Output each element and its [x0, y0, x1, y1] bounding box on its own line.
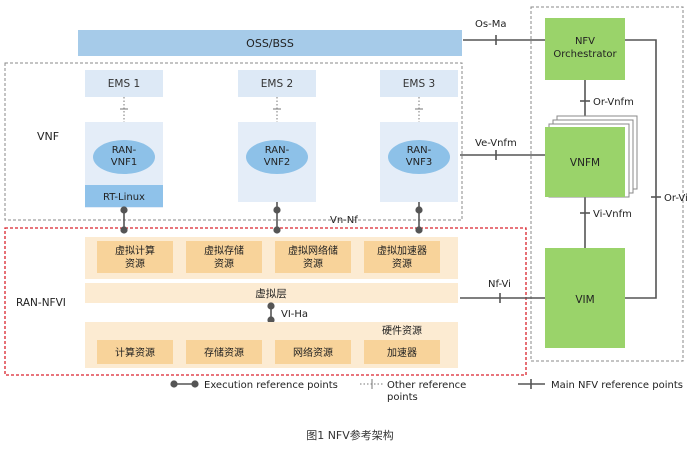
vnf-section-label: VNF — [37, 130, 59, 143]
virtual-resources: 虚拟计算 资源 虚拟存储 资源 虚拟网络储 资源 虚拟加速器 资源 — [97, 241, 440, 273]
vr-4-line2: 资源 — [392, 257, 412, 270]
legend: Execution reference points Other referen… — [170, 379, 683, 403]
rt-linux-label: RT-Linux — [103, 192, 145, 203]
vim-label: VIM — [575, 294, 594, 306]
virtual-layer-label: 虚拟层 — [255, 287, 287, 300]
vnf-1-ellipse — [93, 140, 155, 174]
ve-vnfm-label: Ve-Vnfm — [475, 138, 517, 149]
oss-bss-bar — [78, 30, 462, 56]
vr-2-line1: 虚拟存储 — [204, 244, 244, 257]
legend-other-line1: Other reference — [387, 380, 466, 391]
vnf-2-line1: RAN- — [265, 145, 290, 156]
nfv-orchestrator-box — [545, 18, 625, 80]
vnf-2-ellipse — [246, 140, 308, 174]
vnf-1-line1: RAN- — [112, 145, 137, 156]
ems-3-label: EMS 3 — [403, 78, 435, 90]
vnf-2-line2: VNF2 — [264, 157, 290, 168]
hardware-title: 硬件资源 — [382, 324, 422, 337]
vnf-3-line2: VNF3 — [406, 157, 432, 168]
legend-main-symbol — [518, 379, 545, 389]
vn-nf-connectors — [120, 202, 423, 234]
ems-group: EMS 1 EMS 2 EMS 3 — [85, 70, 458, 97]
legend-other-symbol — [360, 379, 384, 389]
os-ma-label: Os-Ma — [475, 19, 506, 30]
hw-storage-box — [186, 340, 262, 364]
hw-network-box — [275, 340, 351, 364]
ran-nfvi-container — [4, 227, 527, 376]
ems-3-box — [380, 70, 458, 97]
vnfm-label: VNFM — [570, 157, 600, 169]
or-vi-label: Or-Vi — [664, 193, 688, 204]
hw-3-label: 网络资源 — [293, 346, 333, 359]
vi-ha-connector — [267, 302, 275, 324]
oss-bss-label: OSS/BSS — [246, 37, 294, 50]
vr-3-line2: 资源 — [303, 257, 323, 270]
or-vi-line — [625, 39, 657, 299]
rt-linux-box — [85, 185, 163, 207]
legend-execution-symbol — [170, 380, 199, 388]
ems-2-label: EMS 2 — [261, 78, 293, 90]
virtual-accelerator-box — [364, 241, 440, 273]
virtual-network-box — [275, 241, 351, 273]
vim-box — [545, 248, 625, 348]
figure-caption: 图1 NFV参考架构 — [306, 428, 394, 442]
vi-ha-label: VI-Ha — [281, 309, 308, 320]
hw-4-label: 加速器 — [387, 347, 417, 359]
legend-main-label: Main NFV reference points — [551, 380, 683, 391]
orchestrator-line1: NFV — [575, 36, 595, 47]
vr-1-line2: 资源 — [125, 257, 145, 270]
hardware-resources: 计算资源 存储资源 网络资源 加速器 — [97, 340, 440, 364]
vi-vnfm-label: Vi-Vnfm — [593, 209, 632, 220]
ran-nfvi-label: RAN-NFVI — [16, 297, 66, 309]
vr-3-line1: 虚拟网络储 — [288, 244, 338, 257]
hw-compute-box — [97, 340, 173, 364]
vnfm-box — [545, 127, 625, 197]
vr-2-line2: 资源 — [214, 257, 234, 270]
vnf-container — [4, 62, 463, 221]
virtual-compute-box — [97, 241, 173, 273]
ems-1-label: EMS 1 — [108, 78, 140, 90]
mano-container — [530, 6, 684, 362]
orchestrator-line2: Orchestrator — [553, 49, 617, 60]
vn-nf-label: Vn-Nf — [330, 215, 358, 226]
or-vnfm-label: Or-Vnfm — [593, 97, 634, 108]
vr-4-line1: 虚拟加速器 — [377, 244, 427, 257]
ems-2-box — [238, 70, 316, 97]
legend-execution-label: Execution reference points — [204, 380, 338, 391]
vnf-group: RAN- VNF1 RAN- VNF2 RAN- VNF3 RT-Linux — [85, 122, 458, 208]
virtual-layer-band — [85, 283, 458, 303]
other-reference-links — [123, 97, 420, 122]
hw-accelerator-box — [364, 340, 440, 364]
vnf-3-line1: RAN- — [407, 145, 432, 156]
vnf-3-ellipse — [388, 140, 450, 174]
hw-1-label: 计算资源 — [115, 346, 155, 359]
nf-vi-label: Nf-Vi — [488, 279, 511, 290]
hw-2-label: 存储资源 — [204, 346, 244, 359]
legend-other-line2: points — [387, 392, 418, 403]
ems-1-box — [85, 70, 163, 97]
virtual-storage-box — [186, 241, 262, 273]
vr-1-line1: 虚拟计算 — [115, 244, 155, 257]
vnf-1-line2: VNF1 — [111, 157, 137, 168]
